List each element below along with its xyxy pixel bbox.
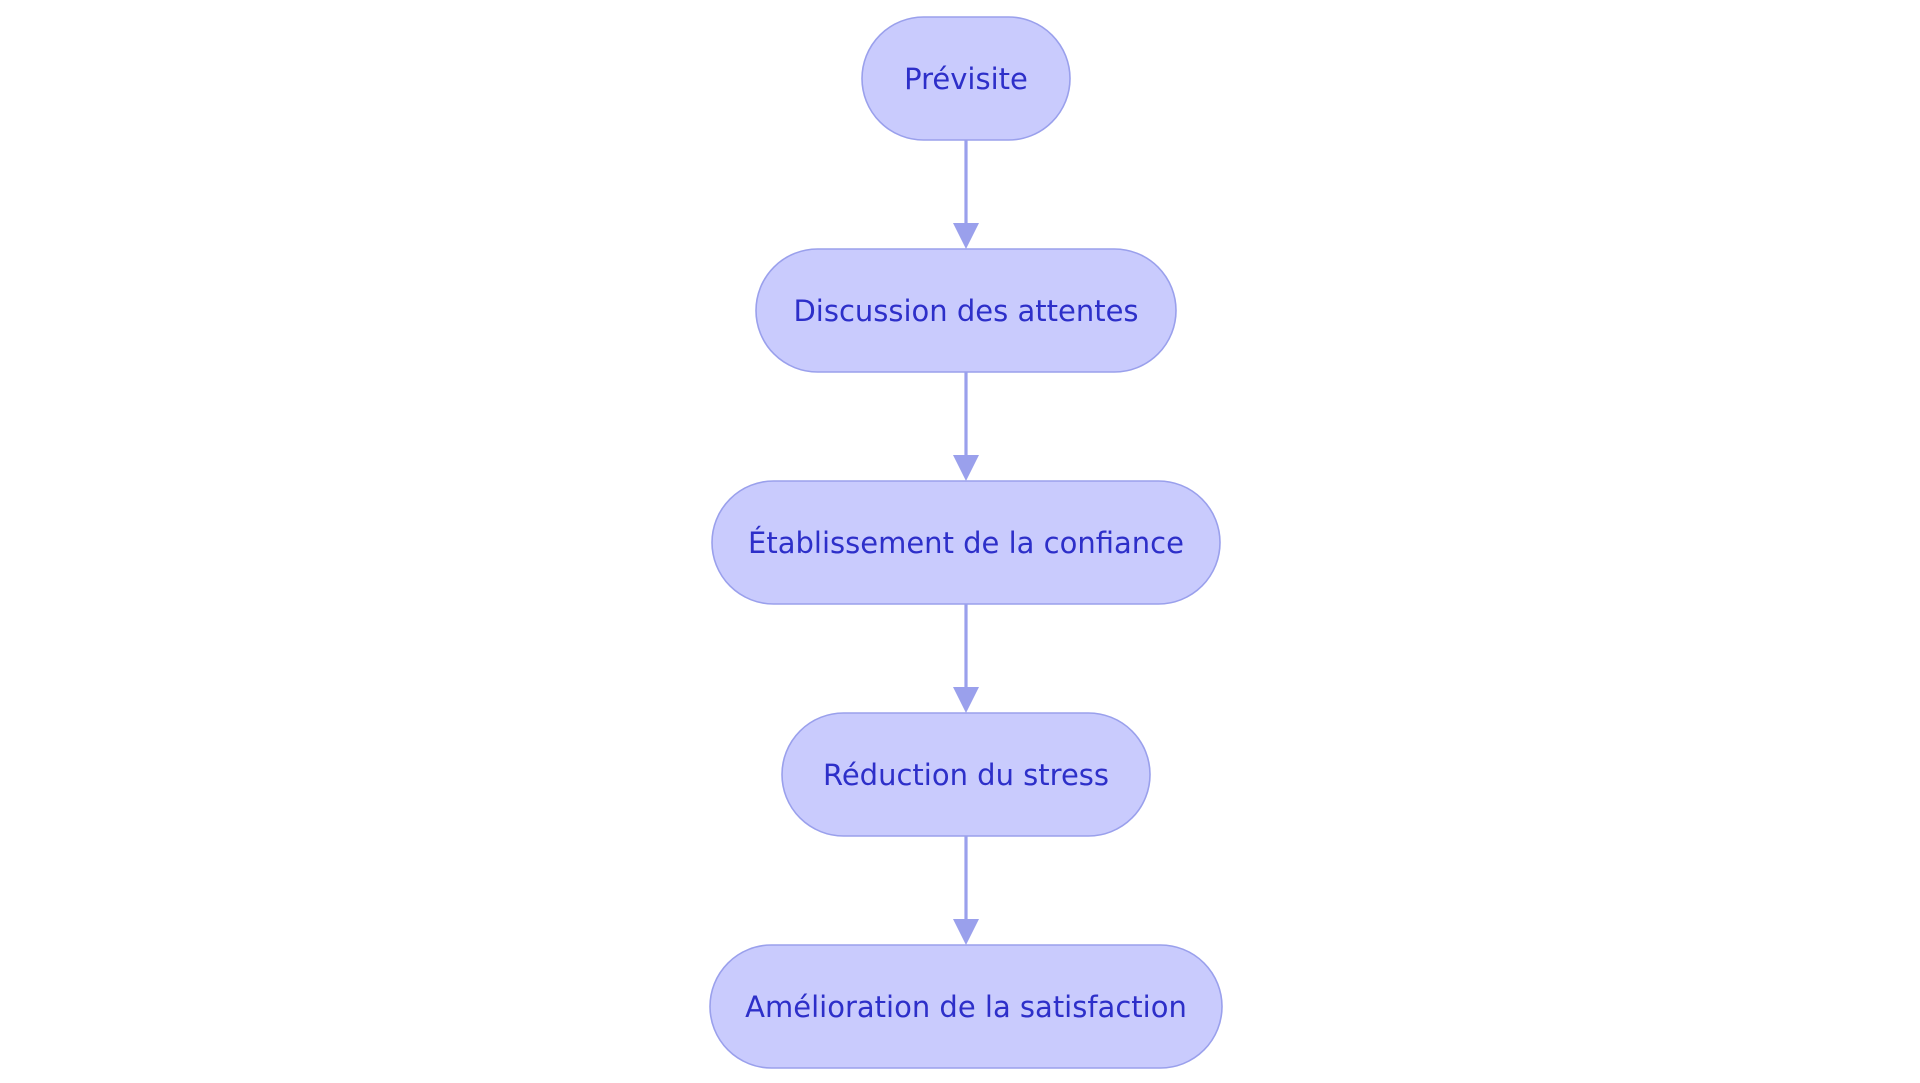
flowchart-nodes: Prévisite Discussion des attentes Établi… [709, 16, 1223, 1069]
node-etablissement-de-la-confiance: Établissement de la confiance [711, 480, 1221, 605]
node-previsite: Prévisite [861, 16, 1071, 141]
node-amelioration-de-la-satisfaction: Amélioration de la satisfaction [709, 944, 1223, 1069]
edge-confiance-to-stress [953, 604, 979, 713]
node-shape [755, 248, 1177, 373]
node-shape [709, 944, 1223, 1069]
edge-discussion-to-confiance [953, 372, 979, 481]
node-label: Établissement de la confiance [748, 526, 1184, 560]
edge-previsite-to-discussion [953, 140, 979, 249]
arrowhead-icon [953, 687, 979, 713]
node-shape [711, 480, 1221, 605]
node-discussion-des-attentes: Discussion des attentes [755, 248, 1177, 373]
flowchart-edges [953, 140, 979, 945]
node-label: Prévisite [904, 62, 1028, 96]
node-reduction-du-stress: Réduction du stress [781, 712, 1151, 837]
node-shape [861, 16, 1071, 141]
node-label: Discussion des attentes [793, 294, 1138, 328]
arrowhead-icon [953, 223, 979, 249]
node-label: Réduction du stress [823, 758, 1109, 792]
node-label: Amélioration de la satisfaction [745, 990, 1187, 1024]
arrowhead-icon [953, 455, 979, 481]
node-shape [781, 712, 1151, 837]
arrowhead-icon [953, 919, 979, 945]
edge-stress-to-satisfaction [953, 836, 979, 945]
